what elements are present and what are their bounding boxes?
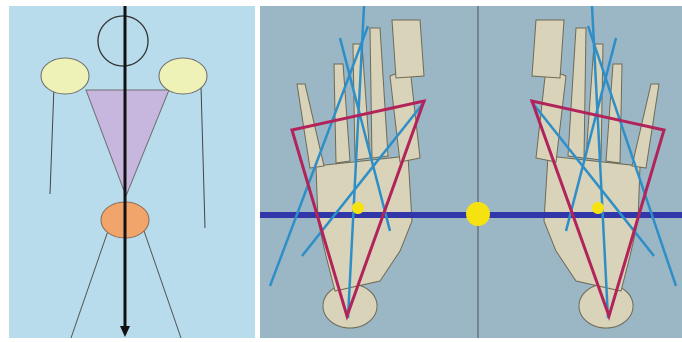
midline-center-point bbox=[466, 202, 490, 226]
left-shoulder bbox=[41, 58, 89, 94]
right-big-toe bbox=[532, 20, 564, 78]
body-posture-panel bbox=[9, 6, 255, 338]
foot-alignment-diagram bbox=[260, 6, 682, 338]
right-shoulder bbox=[159, 58, 207, 94]
left-big-toe bbox=[392, 20, 424, 78]
body-posture-diagram bbox=[9, 6, 255, 338]
foot-xray-panel bbox=[260, 6, 682, 338]
right-foot-center-point bbox=[592, 202, 604, 214]
left-foot-center-point bbox=[352, 202, 364, 214]
